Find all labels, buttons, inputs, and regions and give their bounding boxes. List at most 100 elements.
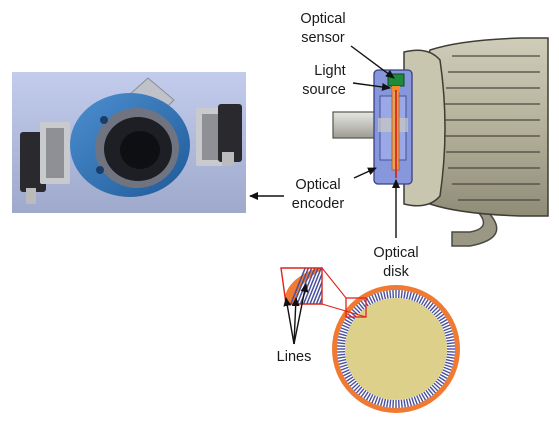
disk-slit — [353, 306, 361, 314]
label-optical-sensor-line2: sensor — [301, 30, 345, 46]
disk-slit — [446, 356, 455, 359]
disk-slit — [416, 395, 421, 404]
disk-slit — [400, 399, 403, 408]
disk-slit — [420, 392, 427, 401]
disk-slit — [383, 398, 387, 407]
disk-slit — [356, 304, 363, 312]
disk-slit — [436, 313, 445, 320]
disk-slit — [444, 364, 453, 368]
disk-slit — [389, 290, 392, 299]
disk-slit — [444, 330, 453, 334]
disk-slit — [416, 294, 421, 303]
disk-slit — [365, 297, 372, 306]
disk-slit — [377, 292, 381, 301]
disk-slit — [340, 366, 349, 371]
disk-slit — [445, 358, 454, 362]
disk-slit — [371, 395, 376, 404]
disk-slit — [337, 339, 346, 342]
disk-slit — [433, 309, 441, 316]
disk-slit — [338, 358, 347, 362]
disk-slit — [425, 300, 432, 309]
disk-slit — [363, 391, 369, 399]
motor-icon — [332, 37, 549, 247]
disk-slit — [420, 297, 427, 306]
label-optical-disk-line1: Optical — [373, 245, 418, 261]
disk-slit — [431, 384, 439, 392]
disk-slit — [423, 299, 429, 307]
disk-slit — [425, 389, 432, 398]
disk-slit — [418, 296, 424, 304]
disk-slit — [337, 342, 346, 345]
disk-slit — [438, 316, 446, 322]
inset-slit — [332, 266, 348, 306]
disk-slit — [442, 324, 451, 329]
inset-slit — [308, 268, 322, 304]
disk-slit — [429, 386, 436, 394]
disk-slit — [365, 392, 372, 401]
disk-slit — [368, 394, 374, 402]
disk-slit — [386, 399, 389, 408]
disk-slit — [368, 296, 374, 304]
label-optical-disk-line2: disk — [383, 264, 410, 280]
inset-slit — [335, 266, 351, 306]
disk-slit — [411, 292, 415, 301]
disk-slit — [386, 290, 389, 299]
zoom-inset — [280, 266, 351, 306]
disk-slit — [433, 382, 441, 389]
disk-slit — [340, 327, 349, 332]
disk-slit — [377, 397, 381, 406]
disk-slit — [427, 302, 434, 310]
label-optical-encoder-line1: Optical — [295, 177, 340, 193]
disk-slit — [374, 396, 379, 405]
disk-slit — [405, 291, 409, 300]
disk-slit — [360, 300, 367, 309]
disk-slit — [356, 386, 363, 394]
disk-slit — [337, 353, 346, 356]
optical-disk-icon — [332, 285, 460, 413]
disk-slit — [408, 398, 412, 407]
disk-slit — [441, 371, 449, 377]
label-light-source-line2: source — [302, 82, 346, 98]
label-optical-encoder-line2: encoder — [292, 196, 345, 212]
disk-slit — [446, 342, 455, 345]
inset-slit — [302, 268, 320, 304]
disk-slit — [344, 318, 353, 325]
disk-slit — [405, 398, 409, 407]
disk-slit — [360, 389, 367, 398]
disk-slit — [438, 376, 446, 382]
disk-slit — [383, 291, 387, 300]
disk-slit — [439, 373, 448, 380]
disk-slit — [442, 369, 451, 374]
encoder-housing — [373, 69, 413, 185]
disk-slit — [380, 291, 384, 300]
disk-slit — [358, 302, 365, 310]
disk-slit — [347, 378, 356, 385]
disk-slit — [446, 353, 455, 356]
disk-slit — [374, 293, 379, 302]
encoder-photo-icon — [12, 72, 246, 213]
disk-slit — [371, 294, 376, 303]
inset-slit — [325, 266, 341, 306]
disk-slit — [445, 361, 454, 365]
disk-slit — [439, 318, 448, 325]
disk-slit — [346, 376, 354, 382]
disk-slit — [408, 291, 412, 300]
disk-slit — [349, 380, 357, 387]
disk-slit — [431, 306, 439, 314]
disk-slit — [353, 384, 361, 392]
disk-slit — [429, 304, 436, 312]
disk-slit — [341, 369, 350, 374]
disk-slit — [418, 394, 424, 402]
light-source-icon — [392, 86, 400, 92]
disk-slit — [341, 324, 350, 329]
disk-slit — [435, 380, 443, 387]
disk-slit — [380, 398, 384, 407]
disk-slit — [423, 391, 429, 399]
inset-slit — [311, 268, 322, 304]
disk-slit — [435, 311, 443, 318]
inset-slit — [305, 268, 322, 304]
disk-slit — [344, 373, 353, 380]
disk-slit — [338, 336, 347, 340]
label-light-source-line1: Light — [314, 63, 345, 79]
